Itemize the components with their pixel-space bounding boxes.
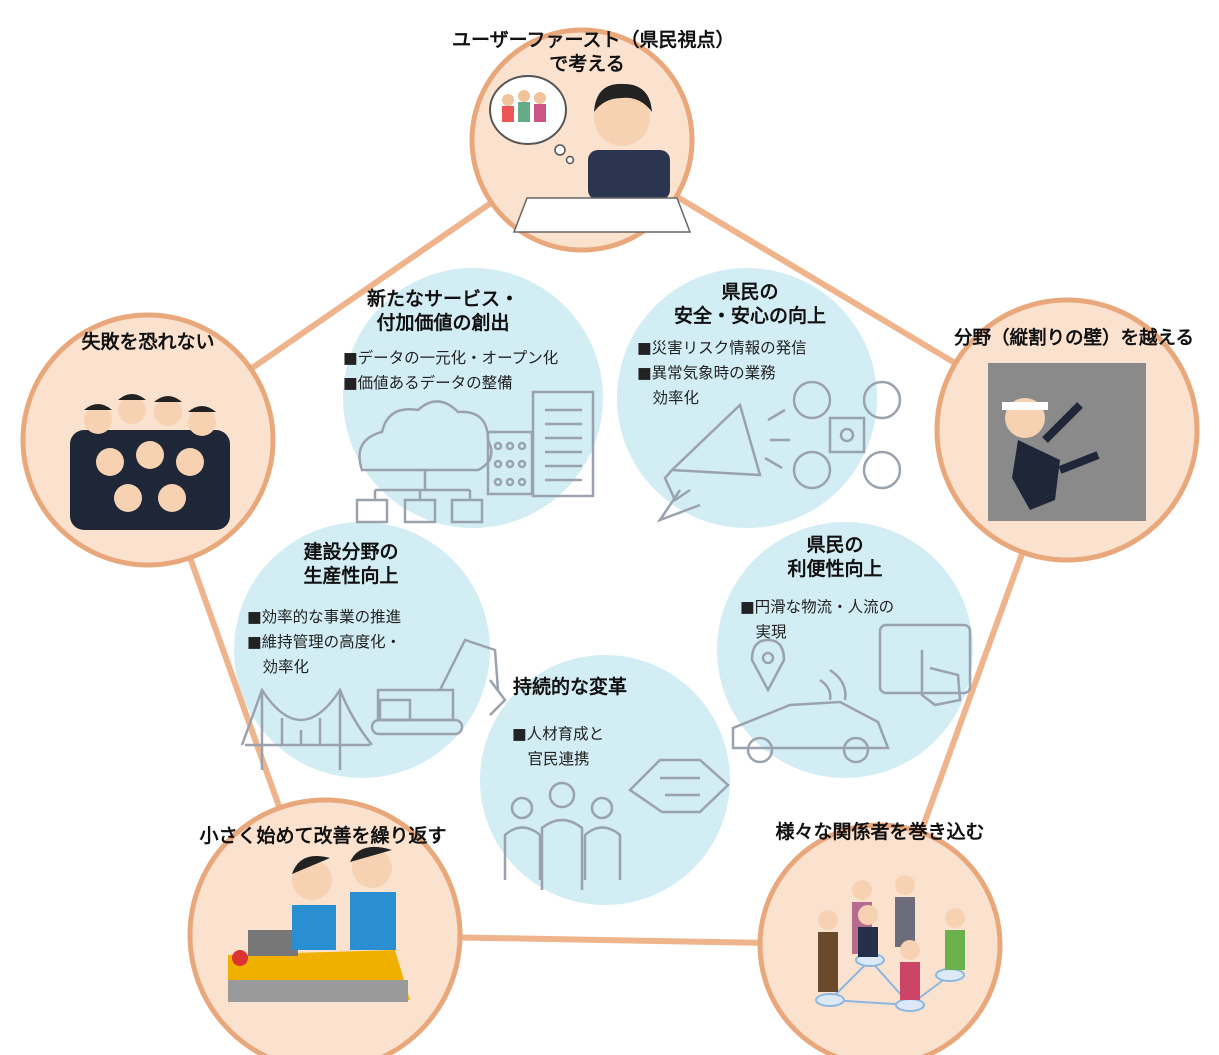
thinking-person-illustration: [489, 75, 692, 233]
network-people-illustration: [815, 875, 965, 1012]
tablet-touch-icon: [878, 623, 972, 707]
goal-convenience-bullet: 実現: [740, 623, 787, 641]
cloud-data-icon: [355, 400, 493, 524]
goal-transformation-bullets: ■人材育成と 官民連携: [512, 722, 604, 772]
goal-new-services-title-line2: 付加価値の創出: [376, 312, 510, 334]
goal-construction-bullet: ■維持管理の高度化・: [247, 633, 402, 651]
label-small-start: 小さく始めて改善を繰り返す: [199, 825, 447, 847]
goal-convenience-title: 県民の 利便性向上: [740, 533, 930, 581]
goal-convenience-title-line1: 県民の: [806, 534, 864, 556]
goal-new-services-title: 新たなサービス・ 付加価値の創出: [333, 287, 553, 335]
label-stakeholders: 様々な関係者を巻き込む: [775, 821, 985, 843]
label-no-fear: 失敗を恐れない: [81, 331, 215, 353]
label-user-first-line2: で考える: [549, 53, 625, 75]
cheering-group-illustration: [70, 394, 230, 530]
bridge-icon: [240, 687, 373, 770]
goal-new-services-bullet: ■データの一元化・オープン化: [343, 349, 559, 367]
megaphone-icon: [656, 402, 790, 523]
goal-construction-bullet: ■効率的な事業の推進: [247, 608, 402, 626]
goal-new-services-title-line1: 新たなサービス・: [366, 288, 519, 310]
goal-construction-title-line2: 生産性向上: [303, 565, 399, 587]
people-icon: [503, 781, 622, 890]
goal-convenience-title-line2: 利便性向上: [787, 558, 883, 580]
wall-climber-illustration: [988, 363, 1146, 521]
goal-construction-title: 建設分野の 生産性向上: [256, 540, 446, 588]
goal-safety-bullet: 効率化: [637, 389, 700, 407]
goal-construction-bullets: ■効率的な事業の推進 ■維持管理の高度化・ 効率化: [247, 605, 401, 680]
goal-safety-bullet: ■災害リスク情報の発信: [637, 339, 807, 357]
goal-transformation-title: 持続的な変革: [490, 675, 650, 699]
goal-new-services-bullet: ■価値あるデータの整備: [343, 374, 513, 392]
goal-transformation-title-line1: 持続的な変革: [512, 676, 627, 698]
goal-safety-bullet: ■異常気象時の業務: [637, 364, 776, 382]
goal-convenience-bullets: ■円滑な物流・人流の 実現: [740, 595, 894, 645]
goal-safety-title: 県民の 安全・安心の向上: [650, 280, 850, 328]
goal-construction-title-line1: 建設分野の: [303, 541, 399, 563]
label-user-first-line1: ユーザーファースト（県民視点）: [452, 29, 735, 51]
label-beyond-silos: 分野（縦割りの壁）を越える: [954, 328, 1194, 349]
goal-new-services-bullets: ■データの一元化・オープン化 ■価値あるデータの整備: [343, 346, 558, 396]
circle-new-services: [343, 268, 603, 528]
goal-safety-bullets: ■災害リスク情報の発信 ■異常気象時の業務 効率化: [637, 336, 807, 411]
circle-convenience: [717, 522, 973, 778]
car-location-icon: [731, 638, 890, 764]
goal-construction-bullet: 効率化: [247, 658, 310, 676]
goal-transformation-bullet: ■人材育成と: [512, 725, 605, 743]
goal-convenience-bullet: ■円滑な物流・人流の: [740, 598, 895, 616]
label-user-first: ユーザーファースト（県民視点） で考える: [452, 28, 735, 76]
goal-safety-title-line2: 安全・安心の向上: [673, 305, 826, 327]
circle-safety: [617, 268, 877, 528]
circle-construction: [234, 522, 490, 778]
server-building-icon: [486, 390, 595, 498]
workshop-illustration: [228, 846, 410, 1002]
handshake-icon: [628, 758, 730, 814]
goal-transformation-bullet: 官民連携: [512, 750, 590, 768]
goal-safety-title-line1: 県民の: [721, 281, 779, 303]
excavator-icon: [370, 638, 507, 736]
drone-icon: [792, 380, 902, 490]
